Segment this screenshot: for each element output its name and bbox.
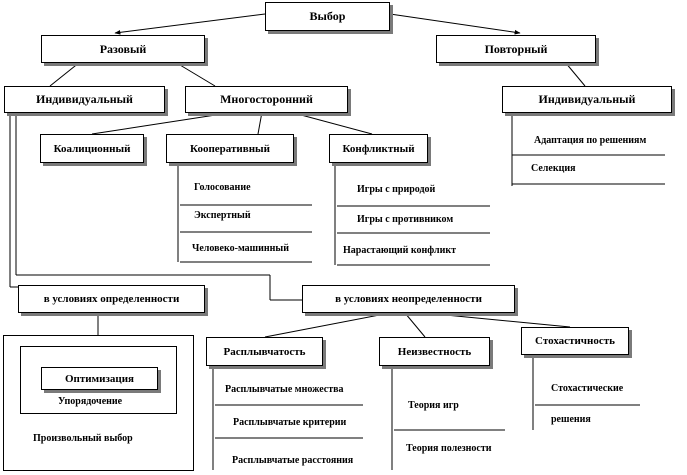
cooperative-item-expert: Экспертный (194, 210, 251, 221)
ordering-label: Упорядочение (58, 396, 123, 407)
cooperative-box: Кооперативный (166, 134, 294, 163)
individual-single-box: Индивидуальный (4, 86, 165, 113)
certain-inner-frame (20, 346, 177, 414)
arbitrary-choice-label: Произвольный выбор (33, 433, 133, 444)
repeated-choice-box: Повторный (436, 35, 596, 63)
multilateral-box: Многосторонний (185, 86, 348, 113)
conflict-item-escalating: Нарастающий конфликт (343, 245, 457, 256)
certain-outer-frame (3, 335, 194, 471)
line-uncertain-stochastic (424, 312, 571, 328)
stochastic-box: Стохастичность (521, 327, 629, 355)
line-single-multilateral (174, 61, 216, 87)
stochastic-item-line1: Стохастические (551, 383, 624, 394)
cooperative-item-human-machine: Человеко-машинный (192, 243, 289, 254)
root-choice-box: Выбор (265, 2, 390, 31)
coalition-box: Коалиционный (40, 134, 144, 163)
line-uncertain-fuzziness (264, 312, 391, 338)
fuzziness-item-criteria: Расплывчатые критерии (233, 417, 347, 428)
optimization-box: Оптимизация (41, 367, 158, 390)
certainty-conditions-box: в условиях определенности (18, 285, 205, 313)
arrow-root-single (114, 13, 266, 35)
repeated-item-adaptation: Адаптация по решениям (534, 135, 647, 146)
stochastic-item-line2: решения (551, 414, 591, 425)
unknown-item-game-theory: Теория игр (408, 400, 459, 411)
single-choice-box: Разовый (41, 35, 205, 63)
cooperative-item-voting: Голосование (194, 182, 251, 193)
arrow-root-repeated (389, 13, 521, 35)
line-repeated-individual (564, 61, 586, 87)
line-multi-cooperative (257, 111, 263, 135)
line-single-individual (49, 61, 81, 87)
uncertainty-conditions-box: в условиях неопределенности (302, 285, 515, 313)
individual-repeated-box: Индивидуальный (502, 86, 672, 113)
conflict-item-nature-games: Игры с природой (357, 184, 436, 195)
fuzziness-box: Расплывчатость (206, 337, 323, 366)
fuzziness-item-sets: Расплывчатые множества (225, 384, 344, 395)
unknown-box: Неизвестность (379, 337, 490, 366)
unknown-item-utility-theory: Теория полезности (406, 443, 492, 454)
conflict-item-opponent-games: Игры с противником (357, 214, 454, 225)
fuzziness-item-distances: Расплывчатые расстояния (232, 455, 354, 466)
line-uncertain-unknown (404, 312, 426, 338)
line-multi-conflict (289, 111, 373, 135)
line-multi-coalition (91, 111, 236, 135)
repeated-item-selection: Селекция (531, 163, 576, 174)
conflict-box: Конфликтный (329, 134, 428, 163)
